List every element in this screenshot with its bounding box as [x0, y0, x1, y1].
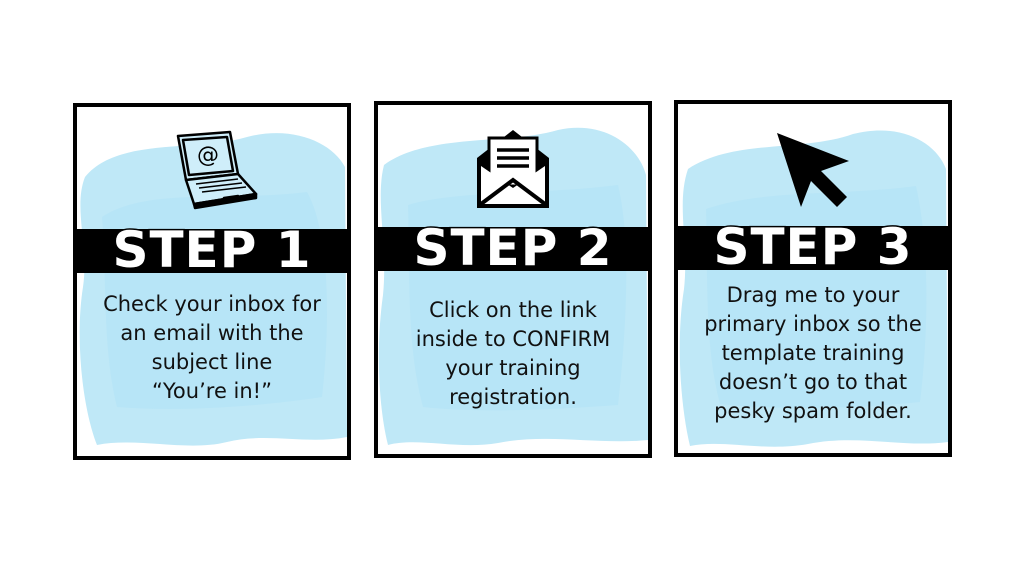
title-band [678, 226, 948, 270]
step-text-line: registration. [449, 385, 577, 409]
step-title: STEP 3 [712, 217, 913, 278]
step-text-line: Drag me to your [726, 283, 900, 307]
step-text-line: subject line [151, 350, 273, 374]
step-text-line: an email with the [120, 321, 304, 345]
icon-area [378, 115, 648, 225]
title-band [77, 229, 347, 273]
cursor-arrow-icon [777, 133, 849, 207]
svg-text:@: @ [197, 143, 219, 168]
icon-area [678, 114, 948, 224]
step-text-line: Click on the link [429, 298, 597, 322]
step-description: Check your inbox for an email with the s… [87, 290, 337, 406]
step-text-line: primary inbox so the [704, 312, 922, 336]
title-band [378, 227, 648, 271]
laptop-at-icon: @ [176, 130, 258, 210]
step-description: Click on the link inside to CONFIRM your… [388, 296, 638, 412]
step-text-line: doesn’t go to that [718, 370, 908, 394]
step-text-line: template training [721, 341, 905, 365]
step-text-line: your training [445, 356, 581, 380]
step-text-line: pesky spam folder. [714, 399, 912, 423]
icon-area: @ [77, 117, 347, 227]
step-title: STEP 1 [111, 220, 312, 281]
step-description: Drag me to your primary inbox so the tem… [688, 281, 938, 426]
step-card-1: @ STEP 1 Check your inbox for an email w… [73, 103, 351, 460]
step-title: STEP 2 [412, 218, 613, 279]
step-text-line: “You’re in!” [152, 379, 272, 403]
step-card-2: STEP 2 Click on the link inside to CONFI… [374, 101, 652, 458]
step-card-3: STEP 3 Drag me to your primary inbox so … [674, 100, 952, 457]
step-text-line: Check your inbox for [103, 292, 321, 316]
open-envelope-icon [477, 130, 549, 208]
step-text-line: inside to CONFIRM [415, 327, 611, 351]
